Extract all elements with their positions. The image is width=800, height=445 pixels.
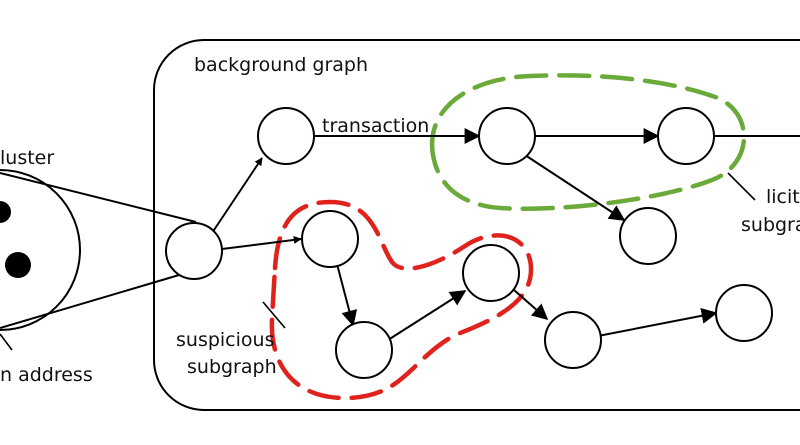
node-a xyxy=(257,107,315,165)
licit-label-line1: licit xyxy=(766,186,800,208)
node-susp-2 xyxy=(462,244,520,302)
zoom-line-top xyxy=(0,172,197,223)
suspicious-label-line1: suspicious xyxy=(176,329,274,351)
address-leader xyxy=(0,333,13,351)
node-right xyxy=(715,284,773,342)
zoom-line-bottom xyxy=(0,269,197,329)
node-b xyxy=(301,210,359,268)
root-node xyxy=(165,222,223,280)
edge-root-to-b xyxy=(221,235,302,250)
licit-leader xyxy=(727,172,756,201)
background-graph-label: background graph xyxy=(194,54,368,76)
licit-subgraph-outline xyxy=(429,73,747,212)
cluster-label: luster xyxy=(0,147,54,169)
node-susp-3 xyxy=(544,311,602,369)
edge-susp-3 xyxy=(513,289,549,321)
edge-susp-1 xyxy=(336,263,358,327)
edge-susp-2 xyxy=(387,290,467,341)
node-susp-1 xyxy=(335,321,393,379)
cluster-circle xyxy=(0,169,81,331)
edge-root-to-a xyxy=(211,157,263,234)
suspicious-label-line2: subgraph xyxy=(187,356,277,378)
transaction-label: transaction xyxy=(322,115,429,137)
edge-out-right xyxy=(597,307,718,337)
node-licit-3 xyxy=(619,207,677,265)
node-licit-1 xyxy=(478,107,536,165)
suspicious-subgraph-outline xyxy=(269,199,534,401)
edge-licit-2 xyxy=(524,154,626,221)
node-licit-2 xyxy=(657,107,715,165)
address-label: n address xyxy=(0,364,93,386)
licit-label-line2: subgra xyxy=(741,214,800,236)
cluster-dot-1 xyxy=(0,201,11,223)
suspicious-leader xyxy=(262,301,286,329)
background-graph-box xyxy=(153,39,800,411)
cluster-dot-2 xyxy=(5,252,31,278)
